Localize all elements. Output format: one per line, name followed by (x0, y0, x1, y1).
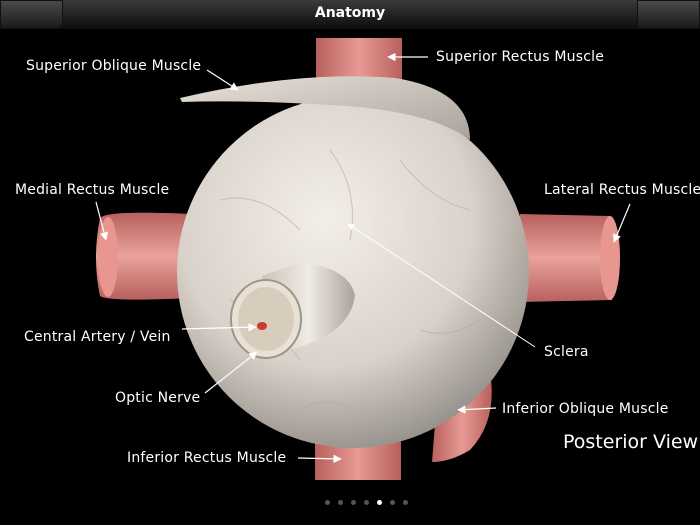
page-dot[interactable] (403, 500, 408, 505)
page-dot[interactable] (377, 500, 382, 505)
page-dot[interactable] (338, 500, 343, 505)
central-artery-vein (257, 322, 267, 330)
menu-button[interactable] (637, 0, 700, 29)
medial-rectus-muscle (96, 212, 190, 300)
eye-illustration (95, 38, 631, 480)
page-dot[interactable] (390, 500, 395, 505)
eyeball-sclera (177, 96, 529, 448)
label-lateral-rectus: Lateral Rectus Muscle (544, 182, 700, 198)
page-dot[interactable] (351, 500, 356, 505)
page-dot[interactable] (364, 500, 369, 505)
label-central-artery: Central Artery / Vein (24, 329, 171, 345)
label-sclera: Sclera (544, 344, 589, 360)
page-indicator[interactable] (325, 500, 408, 505)
top-bar: Anatomy (0, 0, 700, 30)
label-optic-nerve: Optic Nerve (115, 390, 201, 406)
label-inferior-oblique: Inferior Oblique Muscle (502, 401, 669, 417)
back-button[interactable] (0, 0, 63, 29)
page-title: Anatomy (314, 5, 386, 21)
lateral-rectus-muscle (520, 214, 616, 302)
label-superior-oblique: Superior Oblique Muscle (26, 58, 202, 74)
label-inferior-rectus: Inferior Rectus Muscle (127, 450, 287, 466)
superior-oblique-muscle (180, 76, 470, 140)
label-superior-rectus: Superior Rectus Muscle (436, 49, 605, 65)
page-dot[interactable] (325, 500, 330, 505)
view-title: Posterior View (563, 431, 699, 453)
label-medial-rectus: Medial Rectus Muscle (15, 182, 170, 198)
